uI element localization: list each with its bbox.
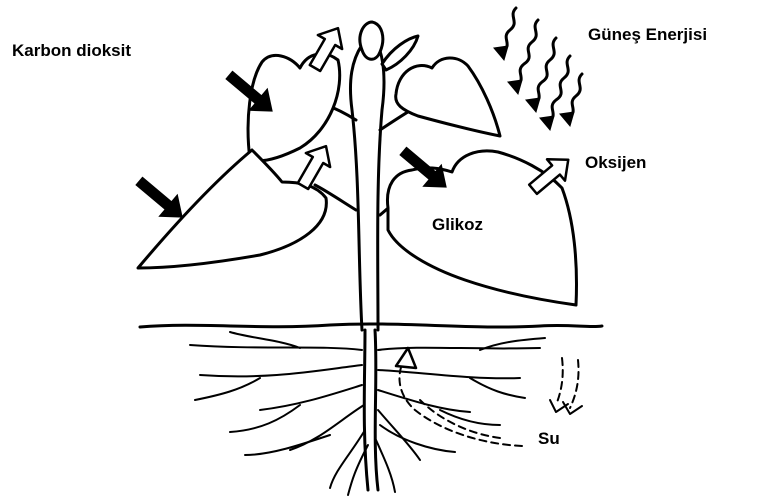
wavy-arrow-icon bbox=[560, 74, 582, 126]
label-solar-energy: Güneş Enerjisi bbox=[588, 25, 707, 44]
label-water: Su bbox=[538, 429, 560, 448]
top-bud bbox=[360, 22, 383, 59]
stem-left bbox=[350, 45, 362, 330]
label-oxygen: Oksijen bbox=[585, 153, 646, 172]
wavy-arrow-icon bbox=[508, 20, 538, 94]
leaf-upper-right bbox=[396, 58, 500, 136]
wavy-arrow-icon bbox=[526, 38, 556, 112]
label-carbon-dioxide: Karbon dioksit bbox=[12, 41, 131, 60]
label-glucose: Glikoz bbox=[432, 215, 483, 234]
sunlight-arrows bbox=[494, 8, 582, 130]
stem-right bbox=[378, 45, 384, 330]
ground-line bbox=[140, 324, 602, 327]
wavy-arrow-icon bbox=[494, 8, 516, 60]
roots bbox=[190, 330, 545, 495]
bud-side-leaf bbox=[382, 36, 418, 70]
